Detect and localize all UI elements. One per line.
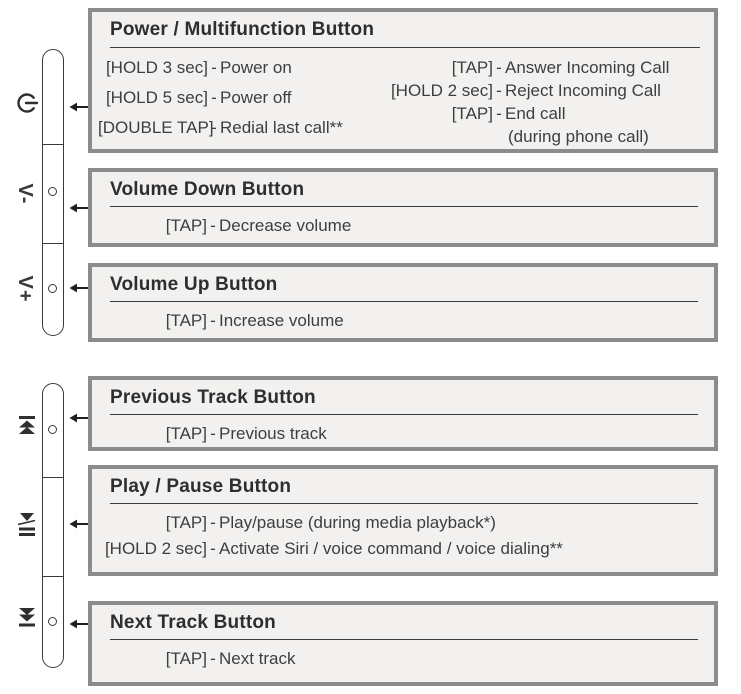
button-dot bbox=[48, 284, 57, 293]
title-underline bbox=[110, 503, 698, 504]
left-arrow-icon bbox=[69, 283, 88, 293]
left-arrow-icon bbox=[69, 619, 88, 629]
action-description: Power off bbox=[220, 88, 292, 107]
title-underline bbox=[110, 206, 698, 207]
info-box-play-pause: Play / Pause Button [TAP] - Play/pause (… bbox=[88, 465, 718, 576]
separator: - bbox=[211, 58, 217, 77]
box-title: Volume Up Button bbox=[110, 274, 278, 295]
action-row: [TAP] - Next track bbox=[102, 646, 698, 672]
separator: - bbox=[210, 424, 216, 443]
gesture-label: [TAP] bbox=[165, 513, 207, 532]
gesture-label: [TAP] bbox=[165, 216, 207, 235]
action-description: Answer Incoming Call bbox=[505, 58, 670, 77]
strip-divider bbox=[43, 243, 63, 244]
action-row: [HOLD 5 sec] - Power off bbox=[98, 84, 398, 111]
title-underline bbox=[110, 47, 700, 48]
left-arrow-icon bbox=[69, 413, 88, 423]
separator: - bbox=[211, 118, 217, 137]
action-description: Next track bbox=[219, 649, 296, 668]
volume-down-icon: V- bbox=[14, 183, 37, 205]
gesture-label: [TAP] bbox=[451, 58, 493, 77]
info-box-previous-track: Previous Track Button [TAP] - Previous t… bbox=[88, 376, 718, 451]
button-dot bbox=[48, 617, 57, 626]
left-arrow-icon bbox=[69, 203, 88, 213]
action-row: [DOUBLE TAP] - Redial last call** bbox=[98, 114, 398, 141]
action-description: Play/pause (during media playback*) bbox=[219, 513, 496, 532]
action-description: Activate Siri / voice command / voice di… bbox=[219, 539, 563, 558]
gesture-label: [TAP] bbox=[451, 104, 493, 123]
gesture-label: [HOLD 5 sec] bbox=[105, 88, 208, 107]
power-icon bbox=[14, 90, 40, 121]
action-row: [HOLD 2 sec] - Reject Incoming Call bbox=[388, 79, 698, 102]
action-description: Power on bbox=[220, 58, 292, 77]
box-title: Next Track Button bbox=[110, 612, 276, 633]
action-row: [TAP] - Play/pause (during media playbac… bbox=[102, 510, 698, 536]
title-underline bbox=[110, 639, 698, 640]
left-arrow-icon bbox=[69, 519, 88, 529]
info-box-volume-up: Volume Up Button [TAP] - Increase volume bbox=[88, 263, 718, 342]
play-pause-icon bbox=[14, 511, 40, 544]
action-description: Increase volume bbox=[219, 311, 344, 330]
title-underline bbox=[110, 414, 698, 415]
action-row: [TAP] - End call (during phone call) bbox=[388, 102, 698, 148]
gesture-label: [HOLD 2 sec] bbox=[104, 539, 207, 558]
action-description: Decrease volume bbox=[219, 216, 352, 235]
button-dot bbox=[48, 425, 57, 434]
separator: - bbox=[210, 216, 216, 235]
gesture-label: [TAP] bbox=[165, 649, 207, 668]
action-row: [TAP] - Previous track bbox=[102, 421, 698, 447]
action-row: [TAP] - Answer Incoming Call bbox=[388, 56, 698, 79]
info-box-next-track: Next Track Button [TAP] - Next track bbox=[88, 601, 718, 686]
left-arrow-icon bbox=[69, 102, 88, 112]
separator: - bbox=[210, 649, 216, 668]
action-row: [HOLD 3 sec] - Power on bbox=[98, 54, 398, 81]
separator: - bbox=[210, 513, 216, 532]
strip-divider bbox=[43, 477, 63, 478]
separator: - bbox=[211, 88, 217, 107]
separator: - bbox=[210, 539, 216, 558]
volume-up-icon: V+ bbox=[14, 275, 37, 303]
gesture-label: [DOUBLE TAP] bbox=[98, 118, 214, 137]
action-description: End call (during phone call) bbox=[505, 102, 698, 148]
next-track-icon bbox=[14, 606, 40, 637]
action-description: Redial last call** bbox=[220, 118, 343, 137]
action-description-line2: (during phone call) bbox=[508, 127, 649, 146]
previous-track-icon bbox=[14, 414, 40, 445]
box-title: Volume Down Button bbox=[110, 179, 305, 200]
action-description: Reject Incoming Call bbox=[505, 81, 661, 100]
info-box-power-multifunction: Power / Multifunction Button [HOLD 3 sec… bbox=[88, 8, 718, 153]
gesture-label: [HOLD 3 sec] bbox=[105, 58, 208, 77]
action-description: Previous track bbox=[219, 424, 327, 443]
box-title: Previous Track Button bbox=[110, 387, 316, 408]
box-title: Play / Pause Button bbox=[110, 476, 292, 497]
call-actions-column: [TAP] - Answer Incoming Call [HOLD 2 sec… bbox=[388, 56, 698, 148]
action-row: [TAP] - Increase volume bbox=[102, 308, 698, 334]
button-dot bbox=[48, 187, 57, 196]
title-underline bbox=[110, 301, 698, 302]
box-title: Power / Multifunction Button bbox=[110, 19, 375, 40]
action-row: [HOLD 2 sec] - Activate Siri / voice com… bbox=[102, 536, 698, 562]
separator: - bbox=[210, 311, 216, 330]
action-row: [TAP] - Decrease volume bbox=[102, 213, 698, 239]
separator: - bbox=[496, 104, 502, 123]
separator: - bbox=[496, 58, 502, 77]
gesture-label: [HOLD 2 sec] bbox=[390, 81, 493, 100]
control-strip-media bbox=[42, 383, 64, 668]
power-actions-column: [HOLD 3 sec] - Power on [HOLD 5 sec] - P… bbox=[98, 54, 398, 141]
gesture-label: [TAP] bbox=[165, 311, 207, 330]
action-description-line1: End call bbox=[505, 104, 566, 123]
strip-divider bbox=[43, 576, 63, 577]
separator: - bbox=[496, 81, 502, 100]
strip-divider bbox=[43, 144, 63, 145]
info-box-volume-down: Volume Down Button [TAP] - Decrease volu… bbox=[88, 168, 718, 247]
gesture-label: [TAP] bbox=[165, 424, 207, 443]
